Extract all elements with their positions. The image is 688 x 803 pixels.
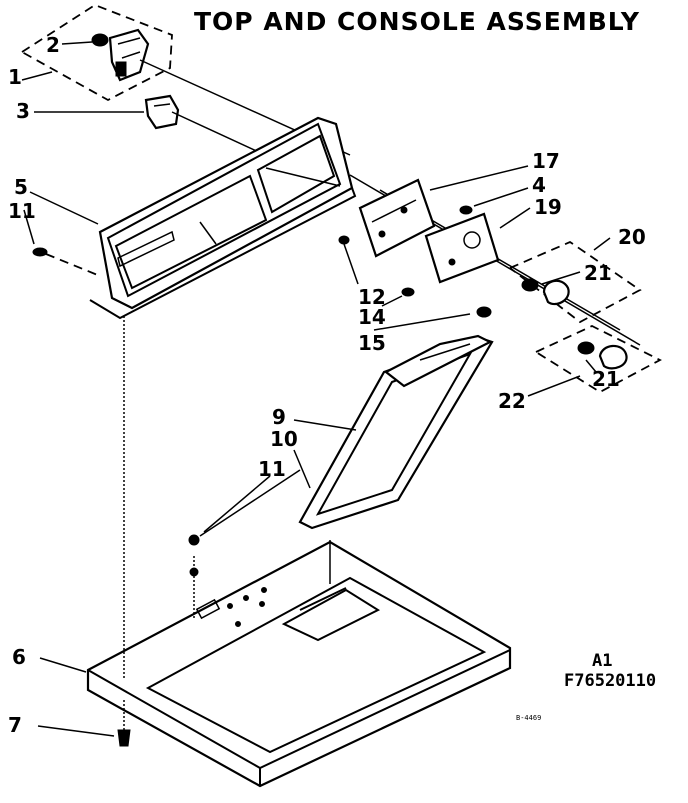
diagram-title: TOP AND CONSOLE ASSEMBLY	[194, 7, 640, 36]
callout-6: 6	[12, 645, 26, 669]
callout-9: 9	[272, 405, 286, 429]
callout-17: 17	[532, 149, 560, 173]
part-12-screw	[338, 235, 359, 285]
part-17-panel	[358, 178, 436, 258]
part-7-foot	[117, 729, 131, 747]
callout-2: 2	[46, 33, 60, 57]
callout-21-lower: 21	[592, 367, 620, 391]
callout-20: 20	[618, 225, 646, 249]
callout-3: 3	[16, 99, 30, 123]
part-14-screw	[401, 287, 415, 297]
part-4-screw	[459, 205, 473, 215]
group-box-22	[535, 325, 662, 394]
callout-5: 5	[14, 175, 28, 199]
callout-12: 12	[358, 285, 386, 309]
callout-7: 7	[8, 713, 22, 737]
callout-arrows	[21, 41, 611, 737]
part-15-screw	[476, 306, 492, 318]
part-9-filter	[298, 334, 494, 530]
part-6-top	[86, 540, 512, 788]
part-2-switch	[91, 28, 150, 82]
callout-4: 4	[532, 173, 546, 197]
callout-labels: 2 1 3 5 11 17 4 19 20 21 12 14 15 21 22 …	[8, 33, 646, 737]
group-box-20	[509, 240, 642, 324]
part-19-timer	[424, 212, 500, 284]
part-11-screw-left	[32, 247, 101, 277]
model-code: A1	[592, 651, 612, 671]
callout-11-lower: 11	[258, 457, 286, 481]
callout-11-top: 11	[8, 199, 36, 223]
callout-15: 15	[358, 331, 386, 355]
callout-19: 19	[534, 195, 562, 219]
group-box-1	[21, 3, 173, 102]
small-reference-code: B-4469	[516, 714, 541, 722]
drawing-number: F76520110	[564, 671, 656, 691]
callout-21-upper: 21	[584, 261, 612, 285]
part-5-console	[89, 116, 357, 320]
part-3-bracket	[144, 94, 180, 130]
leader-lines-vertical	[123, 316, 331, 730]
callout-14: 14	[358, 305, 386, 329]
callout-22: 22	[498, 389, 526, 413]
part-10-screw	[188, 469, 301, 577]
callout-1: 1	[8, 65, 22, 89]
callout-10: 10	[270, 427, 298, 451]
